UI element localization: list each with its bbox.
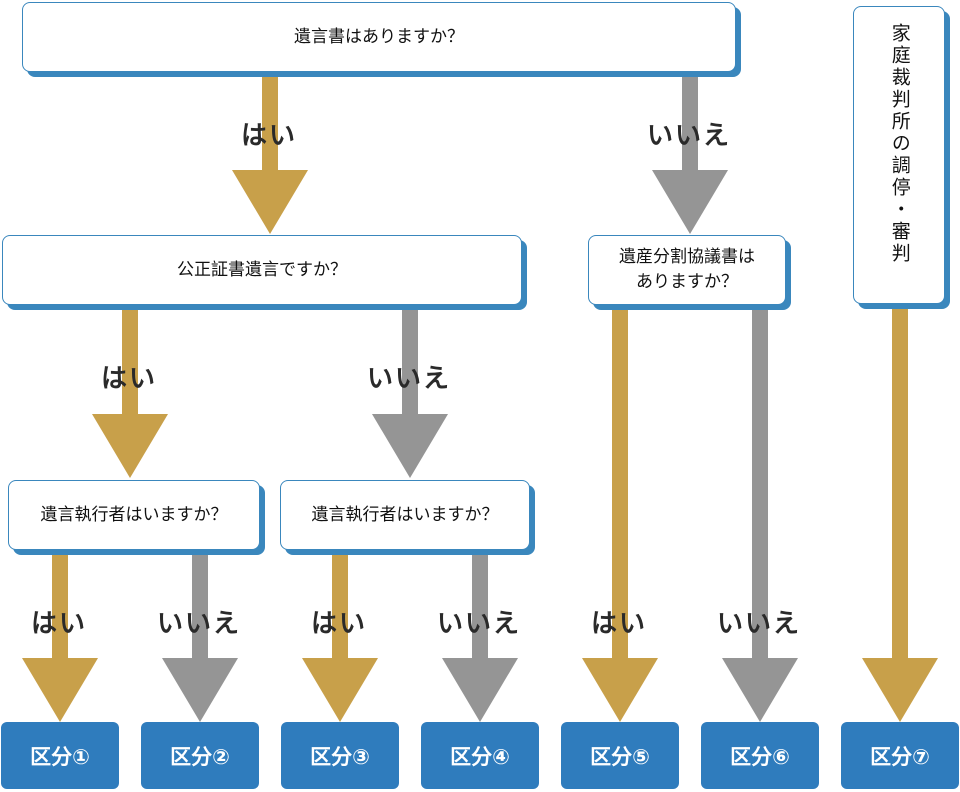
arrow-q2-no	[372, 306, 448, 478]
label-q1-no: いいえ	[647, 121, 732, 151]
label-q3-no: いいえ	[717, 609, 802, 639]
label-q4a-no: いいえ	[157, 609, 242, 639]
label-q3-yes: はい	[591, 609, 648, 639]
label-q4b-yes: はい	[311, 609, 368, 639]
question-has-will: 遺言書はありますか？	[22, 2, 736, 72]
arrow-q4b-yes	[302, 552, 378, 722]
question-executor-a: 遺言執行者はいますか？	[8, 480, 260, 550]
arrow-court	[862, 306, 938, 722]
result-category-5: 区分⑤	[561, 722, 679, 789]
arrow-q4a-yes	[22, 552, 98, 722]
question-executor-b: 遺言執行者はいますか？	[280, 480, 530, 550]
label-q4a-yes: はい	[31, 609, 88, 639]
arrow-q4b-no	[442, 552, 518, 722]
result-category-7: 区分⑦	[841, 722, 959, 789]
label-q1-yes: はい	[241, 121, 298, 151]
result-category-6: 区分⑥	[701, 722, 819, 789]
result-category-1: 区分①	[1, 722, 119, 789]
arrow-q4a-no	[162, 552, 238, 722]
label-q2-yes: はい	[101, 364, 158, 394]
result-category-2: 区分②	[141, 722, 259, 789]
label-q4b-no: いいえ	[437, 609, 522, 639]
question-notarized-will: 公正証書遺言ですか？	[2, 235, 522, 305]
arrow-q1-no	[652, 72, 728, 234]
question-division-agreement: 遺産分割協議書は ありますか？	[588, 235, 786, 305]
court-mediation-box: 家庭裁判所の調停・審判	[853, 6, 945, 304]
arrow-q3-no	[722, 306, 798, 722]
result-category-3: 区分③	[281, 722, 399, 789]
result-category-4: 区分④	[421, 722, 539, 789]
arrow-q2-yes	[92, 306, 168, 478]
label-q2-no: いいえ	[367, 364, 452, 394]
arrow-q1-yes	[232, 72, 308, 234]
arrow-q3-yes	[582, 306, 658, 722]
